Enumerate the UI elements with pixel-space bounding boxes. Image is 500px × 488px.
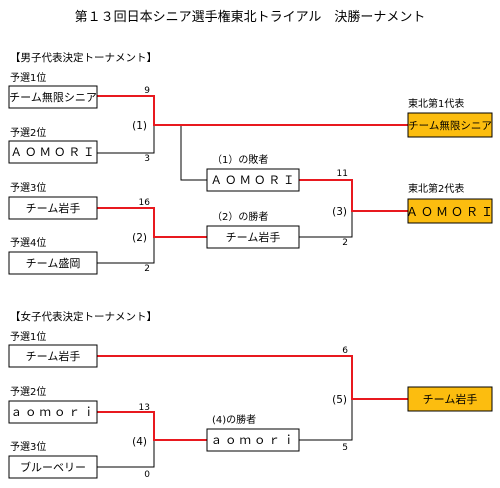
men-winner2-team: チーム岩手 (226, 230, 281, 244)
men-seed1-label: 予選1位 (10, 71, 46, 84)
women-match5-winner-line (97, 355, 408, 400)
men-match1-score-bottom: 3 (144, 154, 150, 164)
women-seed2-label: 予選2位 (10, 385, 46, 398)
men-seed3-team: チーム岩手 (26, 201, 81, 215)
men-match2-winner-line (97, 207, 207, 238)
women-section-title: 【女子代表決定トーナメント】 (10, 310, 157, 323)
men-match2-score-bottom: 2 (144, 264, 150, 274)
women-seed3-label: 予選3位 (10, 440, 46, 453)
men-seed2-box (8, 140, 98, 164)
men-match2-label: (2) (132, 232, 147, 244)
women-match5-label: (5) (332, 394, 347, 406)
women-match4-loser-line (97, 440, 155, 468)
women-winner4-box (206, 428, 300, 452)
women-seed2-team: ａｏｍｏｒｉ (11, 405, 98, 419)
men-loser1-line (180, 125, 207, 181)
men-seed4-team: チーム盛岡 (26, 256, 81, 270)
women-seed1-label: 予選1位 (10, 330, 46, 343)
men-loser1-team: ＡＯＭＯＲＩ (211, 173, 298, 187)
men-match1-loser-line (97, 125, 155, 154)
women-match5-loser-line (299, 399, 353, 441)
men-seed2-label: 予選2位 (10, 126, 46, 139)
women-match5-score-bottom: 5 (342, 443, 348, 453)
men-section-title: 【男子代表決定トーナメント】 (10, 51, 157, 64)
men-rep1-team: チーム無限シニア (408, 119, 492, 132)
women-seed2-box (8, 400, 98, 424)
men-match3-score-top: 11 (337, 169, 348, 179)
men-rep1-box (407, 112, 493, 138)
men-seed4-label: 予選4位 (10, 236, 46, 249)
men-seed2-team: ＡＯＭＯＲＩ (11, 145, 98, 159)
men-rep2-box (407, 198, 493, 224)
women-match5-score-top: 6 (342, 346, 348, 356)
women-match4-score-bottom: 0 (144, 470, 150, 480)
men-match1-winner-line (97, 95, 408, 126)
women-seed1-box (8, 344, 98, 368)
men-rep2-label: 東北第2代表 (408, 182, 464, 195)
men-seed1-team: チーム無限シニア (9, 90, 97, 104)
women-winner4-label: (4)の勝者 (212, 413, 256, 426)
women-rep-box (407, 386, 493, 412)
page-title: 第１３回日本シニア選手権東北トライアル 決勝ーナメント (75, 9, 426, 25)
men-match2-score-top: 16 (139, 198, 151, 208)
men-seed3-box (8, 196, 98, 220)
women-match4-score-top: 13 (139, 403, 150, 413)
women-match4-label: (4) (132, 436, 147, 448)
men-rep2-team: ＡＯＭＯＲＩ (406, 205, 496, 219)
men-winner2-box (206, 225, 300, 249)
men-match1-score-top: 9 (144, 86, 150, 96)
women-match4-winner-line (97, 411, 207, 441)
women-seed3-team: ブルーベリー (20, 460, 86, 474)
men-seed3-label: 予選3位 (10, 181, 46, 194)
men-winner2-label: （2）の勝者 (212, 210, 268, 223)
men-match3-winner-line (299, 179, 408, 212)
men-match2-loser-line (97, 237, 155, 264)
women-winner4-team: ａｏｍｏｒｉ (211, 433, 298, 447)
men-seed4-box (8, 251, 98, 275)
men-rep1-label: 東北第1代表 (408, 97, 464, 110)
men-match3-score-bottom: 2 (342, 238, 348, 248)
men-loser1-box (206, 168, 300, 192)
women-rep-team: チーム岩手 (423, 392, 478, 406)
women-seed1-team: チーム岩手 (26, 349, 81, 363)
men-match3-loser-line (299, 211, 353, 238)
men-seed1-box (8, 85, 98, 109)
men-match3-label: (3) (332, 206, 347, 218)
men-loser1-label: （1）の敗者 (212, 153, 268, 166)
men-match1-label: (1) (132, 120, 147, 132)
women-seed3-box (8, 455, 98, 479)
